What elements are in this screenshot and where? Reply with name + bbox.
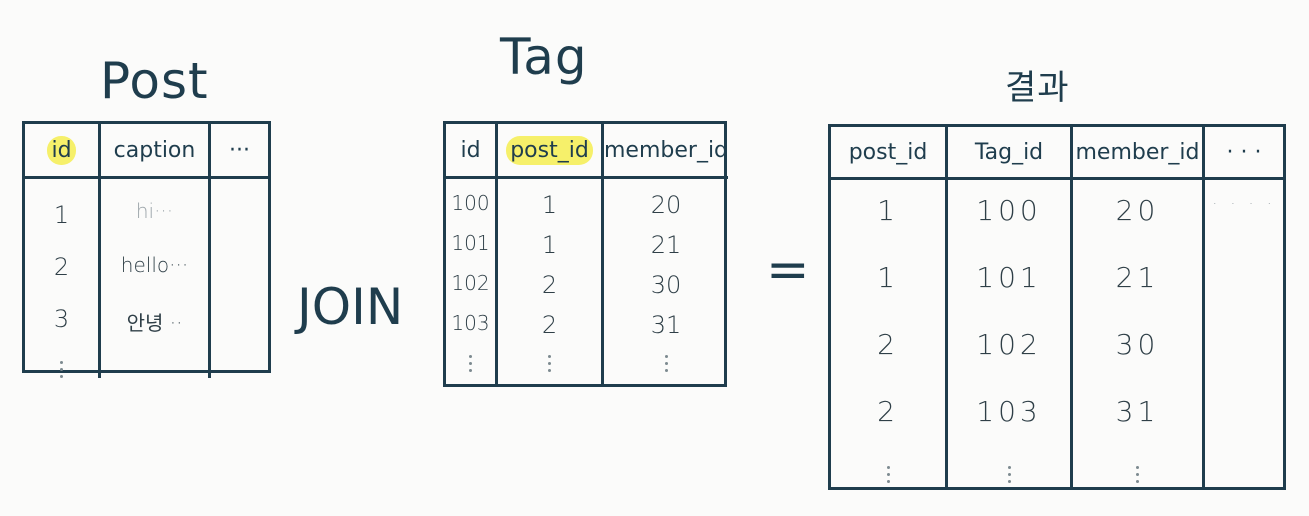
result-more-cell: · · · · [1212, 194, 1276, 213]
result-post-id-cell: 2 [877, 328, 899, 361]
result-tag-id-cell: 103 [976, 395, 1042, 428]
tag-post-id-cell: 2 [541, 311, 558, 339]
post-caption-cell: 안녕 ·· [126, 311, 183, 335]
ellipsis-vertical [548, 355, 551, 372]
ellipsis-vertical [1136, 466, 1139, 483]
post-caption-cell: hello··· [120, 253, 189, 277]
post-table-title: Post [100, 52, 209, 110]
result-header-member-id: member_id [1073, 127, 1205, 177]
tag-post-id-cell: 1 [541, 231, 558, 259]
tag-header-id: id [446, 124, 498, 176]
result-member-id-cell: 31 [1115, 395, 1160, 428]
tag-member-id-cell: 20 [650, 191, 682, 219]
post-caption-cell: hi··· [135, 199, 174, 223]
tag-table: id post_id member_id 100 101 102 103 1 1… [443, 121, 729, 387]
post-header-caption: caption [101, 124, 211, 176]
result-tag-id-cell: 101 [976, 261, 1042, 294]
tag-id-cell: 103 [451, 311, 490, 335]
result-post-id-cell: 2 [877, 395, 899, 428]
result-header-post-id: post_id [831, 127, 948, 177]
post-id-cell: 2 [53, 253, 70, 281]
post-more-column [211, 179, 268, 378]
tag-post-id-cell: 2 [541, 271, 558, 299]
result-table-title: 결과 [1005, 68, 1070, 108]
post-id-column: 1 2 3 [25, 179, 101, 378]
ellipsis-vertical [60, 361, 63, 378]
result-member-id-cell: 21 [1115, 261, 1160, 294]
ellipsis-vertical [1007, 466, 1011, 483]
result-tag-id-cell: 100 [976, 194, 1042, 227]
result-table: post_id Tag_id member_id · · · 1 1 2 2 1… [828, 124, 1286, 490]
post-table-header: id caption ··· [25, 124, 268, 179]
tag-header-post-id: post_id [498, 124, 604, 176]
result-header-more: · · · [1226, 139, 1262, 165]
tag-member-id-cell: 31 [650, 311, 682, 339]
result-tag-id-column: 100 101 102 103 [948, 180, 1073, 487]
equals-sign: = [766, 240, 811, 300]
result-table-header: post_id Tag_id member_id · · · [831, 127, 1283, 180]
post-caption-column: hi··· hello··· 안녕 ·· [101, 179, 211, 378]
ellipsis-vertical [664, 355, 668, 372]
result-table-body: 1 1 2 2 100 101 102 103 20 21 30 31 · · … [831, 180, 1283, 487]
highlight-id: id [47, 135, 76, 165]
tag-table-body: 100 101 102 103 1 1 2 2 20 21 30 31 [446, 179, 728, 384]
result-member-id-column: 20 21 30 31 [1073, 180, 1205, 487]
tag-id-column: 100 101 102 103 [446, 179, 498, 384]
tag-id-cell: 101 [451, 231, 490, 255]
tag-id-cell: 100 [451, 191, 490, 215]
tag-id-cell: 102 [451, 271, 490, 295]
post-table-body: 1 2 3 hi··· hello··· 안녕 ·· [25, 179, 268, 378]
result-more-column: · · · · [1205, 180, 1283, 487]
post-table: id caption ··· 1 2 3 hi··· hello··· 안녕 ·… [22, 121, 271, 378]
ellipsis-vertical [469, 355, 472, 372]
tag-member-id-column: 20 21 30 31 [604, 179, 728, 384]
tag-table-title: Tag [500, 28, 588, 86]
result-tag-id-cell: 102 [976, 328, 1042, 361]
tag-post-id-cell: 1 [541, 191, 558, 219]
post-header-id: id [25, 124, 101, 176]
result-member-id-cell: 20 [1115, 194, 1160, 227]
join-label: JOIN [297, 278, 404, 336]
tag-table-header: id post_id member_id [446, 124, 729, 179]
result-post-id-cell: 1 [877, 261, 899, 294]
tag-member-id-cell: 21 [650, 231, 682, 259]
tag-post-id-column: 1 1 2 2 [498, 179, 604, 384]
tag-member-id-cell: 30 [650, 271, 682, 299]
ellipsis-vertical [886, 466, 890, 483]
result-member-id-cell: 30 [1115, 328, 1160, 361]
post-id-cell: 1 [53, 201, 70, 229]
post-id-cell: 3 [53, 305, 70, 333]
post-header-more: ··· [229, 137, 250, 163]
result-post-id-column: 1 1 2 2 [831, 180, 948, 487]
tag-header-member-id: member_id [604, 137, 729, 163]
result-header-tag-id: Tag_id [948, 127, 1073, 177]
result-post-id-cell: 1 [877, 194, 899, 227]
highlight-post-id: post_id [506, 135, 593, 165]
